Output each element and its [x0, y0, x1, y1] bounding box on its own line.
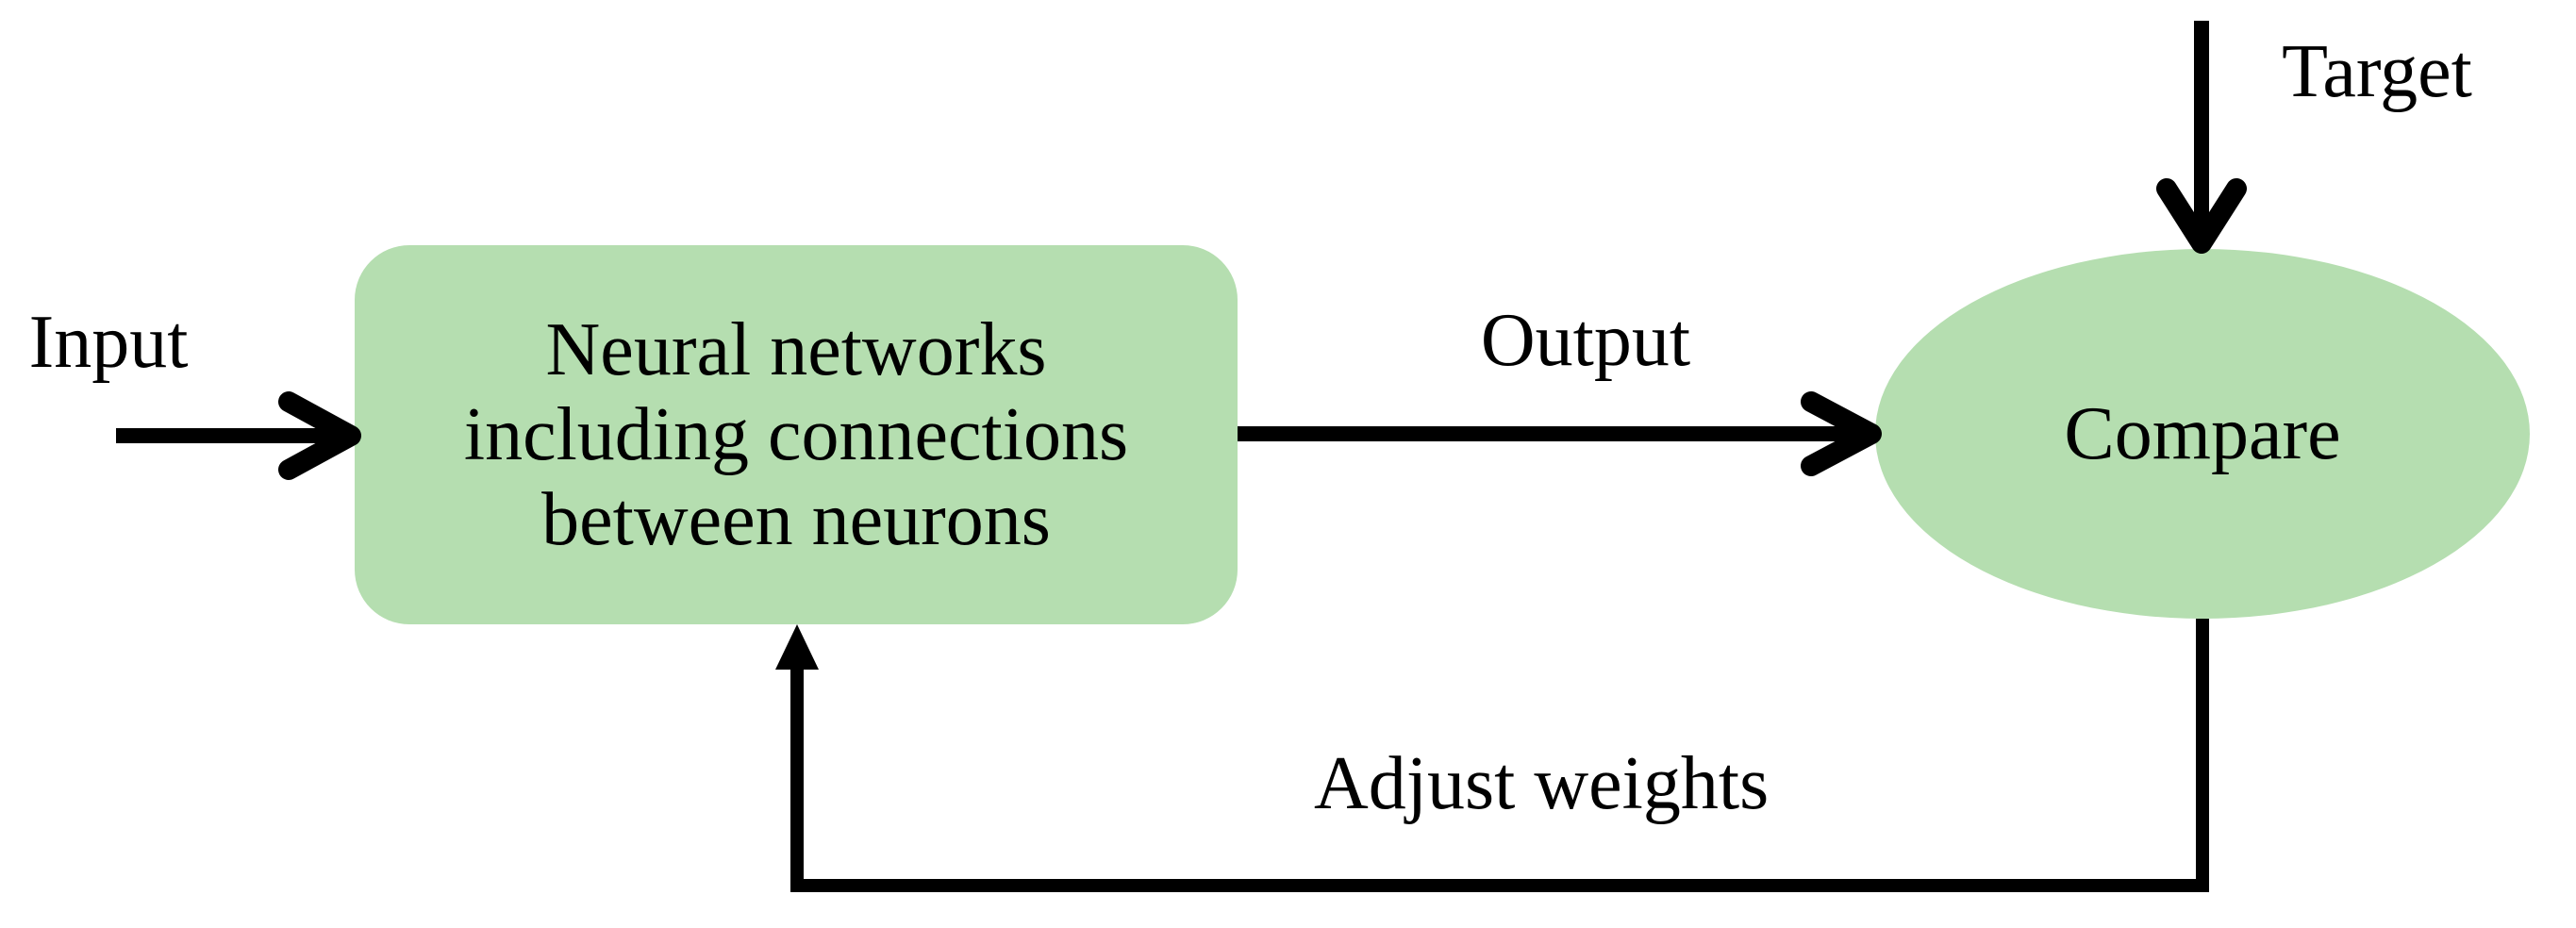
target-label: Target [2282, 30, 2472, 113]
adjust-weights-label: Adjust weights [1314, 742, 1770, 825]
feedback-arrow [775, 619, 2209, 892]
input-label: Input [28, 301, 189, 384]
neural-network-box-text: Neural networks including connections be… [355, 245, 1238, 624]
input-arrowhead-icon [278, 391, 361, 480]
network-box-line: including connections [463, 393, 1129, 476]
output-arrow [1238, 391, 1882, 476]
output-arrowhead-icon [1801, 391, 1882, 476]
target-arrowhead-icon [2156, 178, 2247, 254]
output-label: Output [1480, 299, 1691, 382]
target-arrow [2156, 21, 2247, 254]
compare-ellipse [1875, 249, 2530, 619]
feedback-arrow-path [790, 619, 2209, 892]
network-box-line: Neural networks [545, 308, 1047, 391]
network-box-line: between neurons [541, 478, 1051, 561]
neural-network-box [355, 245, 1238, 624]
compare-label: Compare [2064, 392, 2341, 475]
input-arrow [116, 391, 361, 480]
feedback-arrowhead-icon [775, 624, 819, 670]
